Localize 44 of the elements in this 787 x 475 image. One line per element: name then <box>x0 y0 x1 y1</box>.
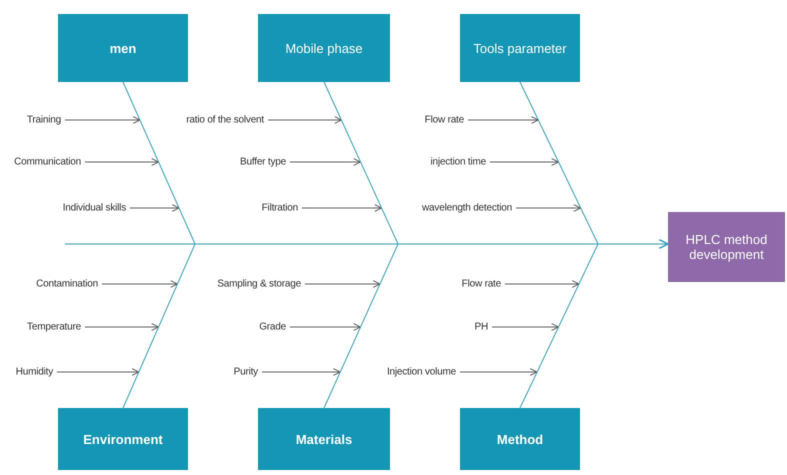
category-box: Method <box>460 408 580 470</box>
cause-label: Buffer type <box>240 156 286 168</box>
cause-label: Purity <box>234 366 258 378</box>
arrow <box>492 323 559 331</box>
cause-label: Individual skills <box>62 202 126 214</box>
arrow <box>302 204 382 212</box>
category-box: men <box>58 14 188 82</box>
cause-label: Training <box>26 114 61 126</box>
arrow <box>290 158 361 166</box>
category-box: Mobile phase <box>258 14 390 82</box>
cause-label: Filtration <box>262 202 298 214</box>
cause-label: Injection volume <box>386 366 456 378</box>
arrow <box>290 323 361 331</box>
cause-label: Contamination <box>36 278 98 290</box>
arrow <box>84 158 160 166</box>
cause-label: Flow rate <box>424 114 464 126</box>
bone-arrow <box>64 238 669 250</box>
cause-label: wavelength detection <box>422 202 512 214</box>
cause-label: Temperature <box>27 322 81 332</box>
category-box: Environment <box>58 408 188 470</box>
effect-box: HPLC method development <box>668 212 785 282</box>
arrow <box>56 368 140 376</box>
cause-label: Flow rate <box>462 278 501 290</box>
cause-label: ratio of the solvent <box>186 114 264 126</box>
arrow <box>262 368 341 376</box>
category-box: Materials <box>258 408 390 470</box>
cause-label: Humidity <box>16 366 53 378</box>
arrow <box>64 116 140 124</box>
cause-label: Communication <box>14 156 81 168</box>
cause-label: Grade <box>259 322 286 332</box>
arrow <box>84 323 160 331</box>
arrow <box>490 158 559 166</box>
arrow <box>460 368 538 376</box>
arrow <box>130 204 180 212</box>
arrow <box>304 280 380 288</box>
arrow <box>102 280 178 288</box>
arrow <box>468 116 539 124</box>
category-box: Tools parameter <box>460 14 580 82</box>
cause-label: PH <box>474 322 488 332</box>
arrow <box>268 116 342 124</box>
arrow <box>504 280 580 288</box>
arrow <box>516 204 582 212</box>
cause-label: injection time <box>430 156 486 168</box>
cause-label: Sampling & storage <box>217 278 301 290</box>
